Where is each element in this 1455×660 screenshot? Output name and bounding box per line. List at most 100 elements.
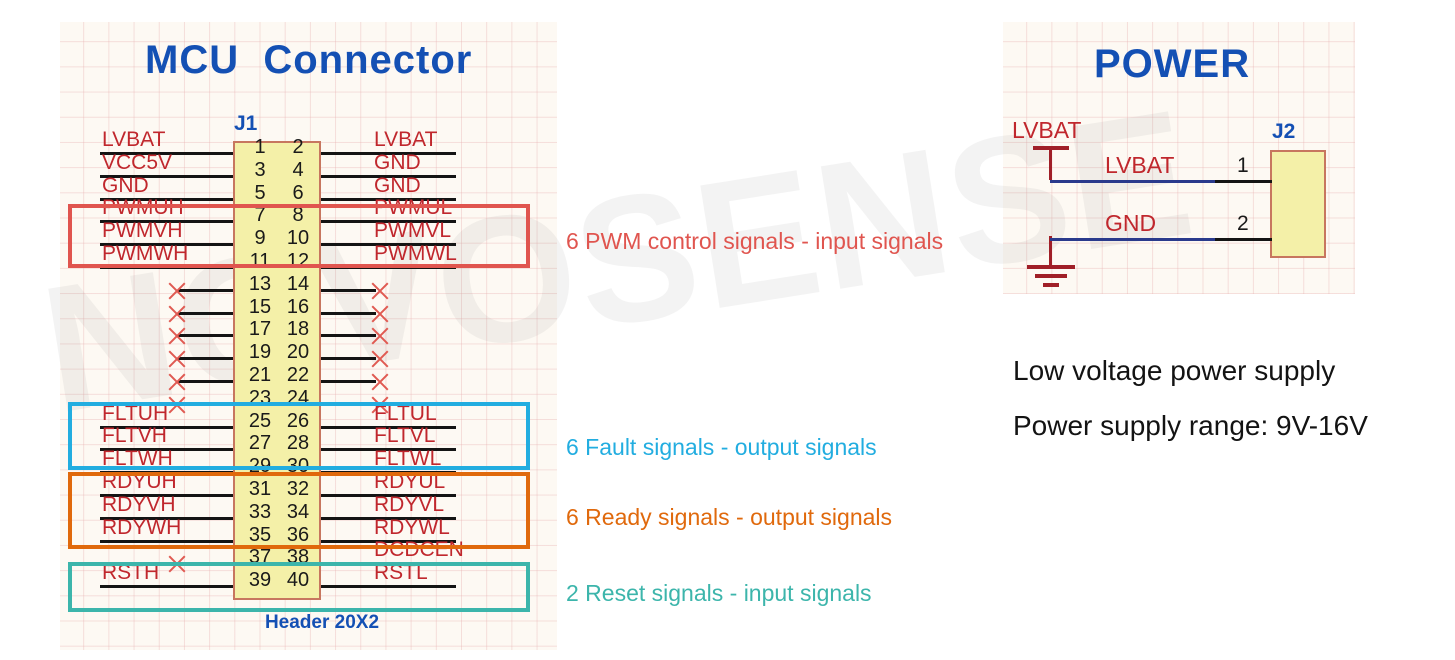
j1-connector-body[interactable] [233,141,321,600]
wire-left-pin-21 [178,380,233,383]
lvbat-power-port-stem [1049,148,1052,180]
pin-number-22: 22 [286,364,310,386]
pin-number-7: 7 [254,204,266,227]
net-label-RDYVL: RDYVL [374,492,445,516]
pin-number-33: 33 [248,500,272,523]
pin-number-31: 31 [248,478,272,500]
net-label-RSTH: RSTH [102,561,160,585]
net-label-RSTL: RSTL [374,561,428,585]
wire-left-pin-35 [100,539,233,543]
pin-number-15: 15 [248,295,272,318]
j1-designator: J1 [234,112,258,135]
no-connect-icon-pin-20 [369,348,391,370]
net-label-GND: GND [102,173,149,197]
pin-number-32: 32 [286,478,310,500]
no-connect-icon-pin-17 [166,325,188,347]
pin-number-16: 16 [286,295,310,318]
wire-right-pin-6 [321,197,456,201]
pin-number-6: 6 [292,181,304,204]
net-label-RDYVH: RDYVH [102,492,176,516]
pin-number-20: 20 [286,341,310,364]
wire-left-pin-3 [100,174,233,178]
no-connect-icon-pin-21 [166,371,188,393]
net-label-VCC5V: VCC5V [102,150,173,174]
net-label-LVBAT: LVBAT [374,128,438,151]
pin-number-14: 14 [286,272,310,295]
wire-left-pin-27 [100,448,233,452]
no-connect-icon-pin-15 [166,303,188,325]
wire-left-pin-31 [100,494,233,497]
j2-connector-body[interactable] [1270,150,1326,258]
pin-number-8: 8 [292,204,304,227]
pin-number-5: 5 [254,181,266,204]
pin-number-19: 19 [248,341,272,364]
pin-number-26: 26 [286,409,310,432]
pin-number-27: 27 [248,432,272,455]
annotation-reset: 2 Reset signals - input signals [566,580,872,606]
annotation-fault: 6 Fault signals - output signals [566,434,877,460]
pin-number-34: 34 [286,500,310,523]
power-net-label-LVBAT: LVBAT [1105,152,1175,178]
wire-left-pin-19 [178,357,233,361]
wire-right-pin-4 [321,174,456,178]
no-connect-icon-pin-18 [369,325,391,347]
net-label-FLTVL: FLTVL [374,424,436,448]
j1-footprint-label: Header 20X2 [264,612,380,633]
net-label-FLTVH: FLTVH [102,424,167,448]
wire-right-pin-16 [321,311,376,315]
net-label-RDYWH: RDYWH [102,515,182,539]
net-label-RDYWL: RDYWL [374,515,450,539]
pin-number-4: 4 [292,158,304,181]
pin-number-13: 13 [248,272,272,295]
net-label-LVBAT: LVBAT [102,128,166,151]
wire-right-pin-36 [321,539,456,543]
wire-right-pin-26 [321,425,456,429]
power-wire-blue-LVBAT [1050,180,1215,183]
pin-number-3: 3 [254,158,266,181]
net-label-FLTWH: FLTWH [102,447,173,471]
wire-left-pin-5 [100,197,233,201]
pin-number-25: 25 [248,409,272,432]
wire-left-pin-7 [100,220,233,224]
pin-number-39: 39 [248,569,272,592]
no-connect-icon-pin-13 [166,280,188,302]
pin-number-36: 36 [286,523,310,546]
no-connect-icon-pin-19 [166,348,188,370]
j2-designator: J2 [1272,120,1296,143]
gnd-symbol-bar-2 [1035,274,1067,278]
wire-left-pin-25 [100,425,233,429]
wire-left-pin-1 [100,152,233,155]
wire-left-pin-9 [100,243,233,247]
wire-left-pin-15 [178,311,233,315]
wire-left-pin-39 [100,585,233,589]
wire-right-pin-40 [321,585,456,589]
highlight-box-ready [68,472,530,549]
mcu-section-title: MCU Connector [145,38,473,82]
net-label-PWMWL: PWMWL [374,242,457,265]
power-section-title: POWER [1094,42,1251,86]
lvbat-port-label: LVBAT [1012,117,1082,143]
j2-pin-number-1: 1 [1237,154,1249,177]
pin-number-18: 18 [286,318,310,341]
pin-number-10: 10 [286,227,310,250]
wire-right-pin-2 [321,152,456,155]
wire-right-pin-20 [321,357,376,361]
power-description-line-2: Power supply range: 9V-16V [1013,410,1368,441]
wire-right-pin-22 [321,380,376,383]
highlight-box-fault [68,402,530,470]
net-label-GND: GND [374,150,421,174]
pin-number-28: 28 [286,432,310,455]
j2-pin-number-2: 2 [1237,212,1249,235]
net-label-FLTUH: FLTUH [102,401,169,425]
wire-left-pin-17 [178,334,233,338]
net-label-DCDCEN: DCDCEN [374,538,464,562]
net-label-FLTUL: FLTUL [374,401,437,425]
pin-number-1: 1 [254,136,266,158]
net-label-PWMVL: PWMVL [374,219,452,243]
no-connect-icon-pin-22 [369,371,391,393]
highlight-box-reset [68,562,530,612]
wire-right-pin-14 [321,288,376,292]
no-connect-icon-pin-14 [369,280,391,302]
wire-right-pin-34 [321,516,456,520]
wire-right-pin-8 [321,220,456,224]
